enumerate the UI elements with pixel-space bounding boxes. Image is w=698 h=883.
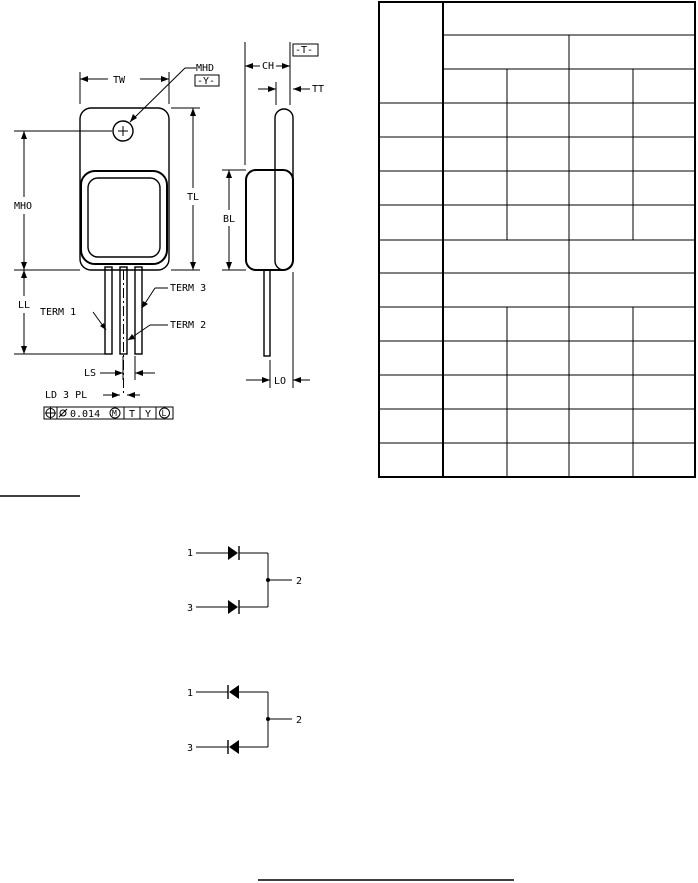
diode-2a-icon [229, 685, 239, 699]
schematic1-pin1: 1 [187, 548, 193, 559]
label-term2: TERM 2 [170, 320, 206, 331]
diameter-icon [59, 409, 67, 417]
label-ll: LL [18, 300, 30, 311]
datum-y: -Y- [197, 76, 215, 87]
schematic2-pin1: 1 [187, 688, 193, 699]
dim-lo: LO [246, 272, 310, 388]
dim-tl: TL [171, 107, 200, 271]
dim-tt: TT [258, 82, 324, 105]
dim-ls: LS [84, 356, 155, 380]
label-mho: MHO [14, 201, 32, 212]
schematic-2: 1 3 2 [187, 685, 302, 754]
feature-control-frame: 0.014 M T Y L [43, 406, 174, 420]
schematic-1: 1 3 2 [187, 546, 302, 614]
label-tl: TL [187, 192, 199, 203]
dim-mhd: MHD -Y- [129, 63, 220, 123]
dim-ll: LL [14, 270, 105, 355]
dim-tw: TW [79, 72, 170, 104]
package-body-outer [80, 170, 168, 265]
side-body [245, 169, 294, 271]
fcf-modifier: M [112, 409, 117, 418]
label-tt: TT [312, 84, 324, 95]
diode-1b-icon [228, 600, 238, 614]
package-side-view [245, 108, 294, 357]
label-lo: LO [274, 376, 286, 387]
schematic2-pin2: 2 [296, 715, 302, 726]
side-tab [274, 108, 294, 271]
package-tab-outline [79, 107, 170, 271]
datum-t: -T- [295, 45, 313, 56]
schematic1-pin2: 2 [296, 576, 302, 587]
fcf-datum-l: L [162, 409, 167, 418]
label-tw: TW [113, 75, 126, 86]
package-front-view [79, 107, 170, 395]
label-ld: LD 3 PL [45, 390, 87, 401]
fcf-value: 0.014 [70, 409, 100, 420]
label-term3: TERM 3 [170, 283, 206, 294]
lead-term-3 [134, 266, 143, 355]
label-ls: LS [84, 368, 96, 379]
mounting-hole-icon [112, 120, 134, 142]
schematic1-pin3: 3 [187, 603, 193, 614]
schematic2-pin3: 3 [187, 743, 193, 754]
dim-ld: LD 3 PL [45, 390, 140, 401]
dim-mho: MHO [14, 130, 112, 271]
mmc-icon [109, 407, 121, 419]
diode-2b-icon [229, 740, 239, 754]
label-ch: CH [262, 61, 274, 72]
lead-term-1 [104, 266, 113, 355]
dim-ch: CH -T- [244, 42, 319, 165]
dimension-table [378, 1, 696, 478]
fcf-datum-y: Y [145, 409, 151, 420]
label-mhd: MHD [196, 63, 214, 74]
dim-bl: BL [222, 169, 246, 271]
label-bl: BL [223, 214, 235, 225]
lead-term-2 [119, 266, 128, 355]
label-term1: TERM 1 [40, 307, 76, 318]
package-body-inner [87, 177, 161, 258]
side-lead [263, 269, 271, 357]
diode-1a-icon [228, 546, 238, 560]
fcf-datum-t: T [129, 409, 135, 420]
term-leaders: TERM 1 TERM 3 TERM 2 [40, 283, 206, 341]
